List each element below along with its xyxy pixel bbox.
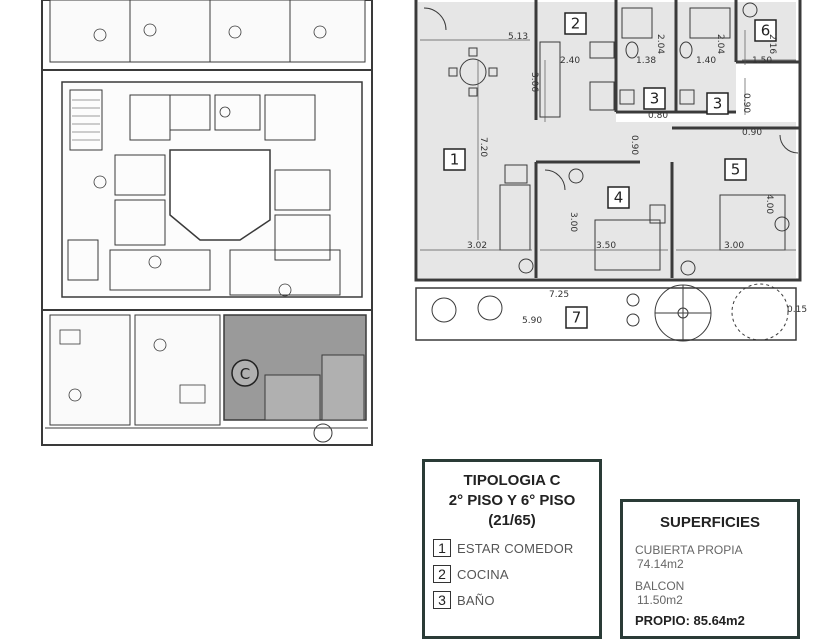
room-number-6: 6	[761, 22, 771, 40]
dim-label: 7.25	[549, 290, 569, 300]
legend-number: 3	[433, 591, 451, 609]
unit-detail-plan	[414, 0, 802, 342]
dim-label: 0.90	[629, 135, 639, 155]
superficie-value: 74.14m2	[637, 557, 684, 571]
dim-label: 1.38	[636, 56, 656, 66]
unit-c-marker	[231, 359, 259, 387]
dim-label: 7.20	[478, 137, 488, 157]
dim-label: 3.50	[596, 241, 616, 251]
dim-label: 0.80	[648, 111, 668, 121]
dim-label: 5.13	[508, 32, 528, 42]
dim-label: 0.15	[787, 305, 807, 315]
room-balcon	[415, 287, 797, 341]
dim-label: 2.04	[655, 34, 665, 54]
room-number-7: 7	[572, 309, 582, 327]
dim-label: 3.06	[529, 72, 539, 92]
room-number-3a: 3	[650, 90, 660, 108]
tipologia-title-line: 2° PISO Y 6° PISO	[448, 492, 576, 509]
tipologia-title-line: TIPOLOGIA C	[463, 472, 561, 489]
dim-label: 4.00	[764, 194, 774, 214]
legend-number: 1	[433, 539, 451, 557]
room-number-4: 4	[614, 189, 624, 207]
tipologia-panel: TIPOLOGIA C 2° PISO Y 6° PISO (21/65) 1 …	[422, 459, 602, 639]
building-overview-plan	[41, 0, 373, 446]
legend-item: 1 ESTAR COMEDOR	[433, 539, 599, 557]
superficies-panel: SUPERFICIES CUBIERTA PROPIA 74.14m2 BALC…	[620, 499, 800, 639]
unit-marker-label: C	[240, 365, 250, 383]
tipologia-title-line: (21/65)	[488, 512, 536, 529]
dim-label: 1.40	[696, 56, 716, 66]
superficie-label: CUBIERTA PROPIA	[635, 543, 743, 557]
legend-item: 2 COCINA	[433, 565, 599, 583]
room-number-1: 1	[450, 151, 460, 169]
dim-label: 2.40	[560, 56, 580, 66]
superficie-total: PROPIO: 85.64m2	[635, 613, 745, 628]
legend-label: COCINA	[457, 566, 509, 582]
room-number-3b: 3	[713, 95, 723, 113]
dim-label: 3.00	[568, 212, 578, 232]
dim-label: 3.00	[724, 241, 744, 251]
superficie-label: BALCON	[635, 579, 685, 593]
room-bano-2	[676, 2, 736, 110]
room-estar-comedor	[418, 2, 536, 278]
legend-number: 2	[433, 565, 451, 583]
superficies-title: SUPERFICIES	[659, 514, 761, 531]
legend-label: BAÑO	[457, 592, 495, 608]
legend-item: 3 BAÑO	[433, 591, 599, 609]
room-number-2: 2	[571, 15, 581, 33]
dim-label: 1.50	[752, 56, 772, 66]
dim-label: 0.90	[742, 128, 762, 138]
dim-label: 2.04	[715, 34, 725, 54]
dim-label: 5.90	[522, 316, 542, 326]
legend-label: ESTAR COMEDOR	[457, 540, 574, 556]
room-number-5: 5	[731, 161, 741, 179]
dim-label: 0.90	[741, 93, 751, 113]
dim-label: 2.16	[767, 34, 777, 54]
dim-label: 3.02	[467, 241, 487, 251]
tipologia-title: TIPOLOGIA C 2° PISO Y 6° PISO (21/65)	[425, 471, 599, 531]
superficie-value: 11.50m2	[637, 593, 683, 607]
